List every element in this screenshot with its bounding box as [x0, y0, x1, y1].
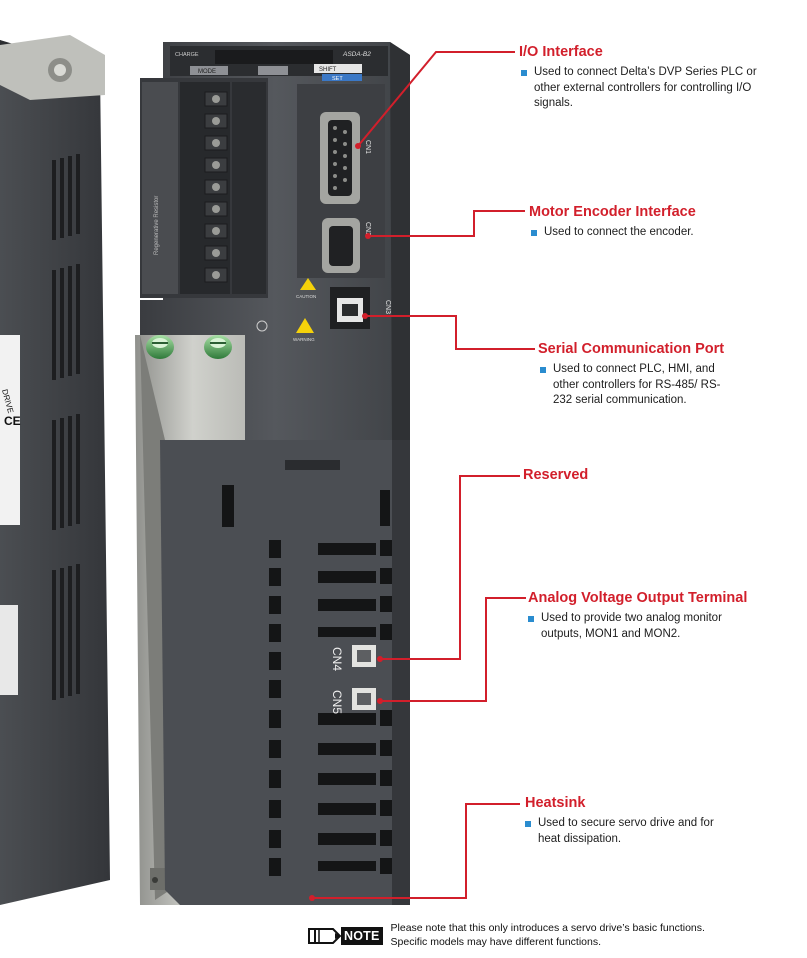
callout-motor-encoder: Motor Encoder Interface Used to connect …: [529, 204, 769, 241]
callout-title: Analog Voltage Output Terminal: [528, 590, 748, 606]
note-label: NOTE: [341, 926, 383, 945]
callout-description: Used to secure servo drive and for heat …: [538, 817, 714, 845]
keypad-area: CHARGE ASDA-B2 MODE SHIFT SET: [170, 46, 388, 82]
callout-heatsink: Heatsink Used to secure servo drive and …: [525, 795, 745, 847]
callout-analog-output: Analog Voltage Output Terminal Used to p…: [528, 590, 768, 642]
callout-title: Motor Encoder Interface: [529, 204, 696, 220]
mode-key: MODE: [198, 69, 216, 75]
callout-description: Used to connect the encoder.: [544, 226, 694, 238]
callout-description: Used to connect Delta’s DVP Series PLC o…: [534, 66, 757, 109]
cn2-label: CN2: [364, 222, 371, 236]
callout-description: Used to provide two analog monitor outpu…: [541, 612, 722, 640]
leader-heatsink: [312, 803, 520, 899]
leader-reserved: [380, 475, 520, 660]
cn1-label: CN1: [364, 140, 371, 154]
leader-lines: [312, 51, 535, 899]
front-vents: [222, 485, 392, 876]
cn4-label: CN4: [330, 647, 344, 671]
analog-ports: CN4 CN5: [330, 645, 376, 714]
bullet-icon: [540, 367, 546, 373]
note-line-1: Please note that this only introduces a …: [390, 922, 705, 934]
callout-title: Reserved: [523, 467, 589, 483]
bullet-icon: [531, 230, 537, 236]
warning-label: WARNING: [293, 337, 315, 342]
connector-panel: CN1 CN2 CAUTION CN3 WARNING: [256, 84, 391, 342]
shift-key: SHIFT: [319, 67, 337, 73]
leader-analog: [380, 597, 526, 702]
pencil-icon: [308, 927, 341, 944]
callout-title: Serial Communication Port: [538, 341, 725, 357]
callout-description: Used to connect PLC, HMI, and other cont…: [553, 363, 721, 406]
side-label-ce: CE: [4, 414, 21, 428]
callout-serial-port: Serial Communication Port Used to connec…: [538, 341, 736, 409]
note-text: Please note that this only introduces a …: [391, 922, 705, 949]
callout-title: Heatsink: [525, 795, 586, 811]
leader-serial: [365, 315, 535, 350]
callout-io-interface: I/O Interface Used to connect Delta’s DV…: [519, 44, 759, 112]
cn5-label: CN5: [330, 690, 344, 714]
note-badge: NOTE: [307, 925, 383, 947]
leader-encoder: [368, 210, 525, 237]
callout-title: I/O Interface: [519, 44, 603, 60]
footnote: NOTE Please note that this only introduc…: [307, 922, 705, 949]
cn3-label: CN3: [384, 300, 391, 314]
leader-dots: [309, 143, 383, 901]
regen-label: Regenerative Resistor: [154, 196, 160, 255]
model-label: ASDA-B2: [342, 51, 371, 58]
bullet-icon: [521, 70, 527, 76]
background-drive: DRIVE CE: [0, 35, 110, 905]
callout-reserved: Reserved: [523, 467, 673, 484]
bullet-icon: [528, 616, 534, 622]
note-line-2: Specific models may have different funct…: [390, 935, 602, 948]
charge-label: CHARGE: [175, 52, 199, 58]
ground-screws: [146, 335, 232, 359]
leader-io: [357, 51, 515, 147]
set-key: SET: [332, 76, 343, 82]
bullet-icon: [525, 821, 531, 827]
power-terminal-block: Regenerative Resistor: [140, 78, 268, 298]
caution-label: CAUTION: [296, 294, 316, 299]
